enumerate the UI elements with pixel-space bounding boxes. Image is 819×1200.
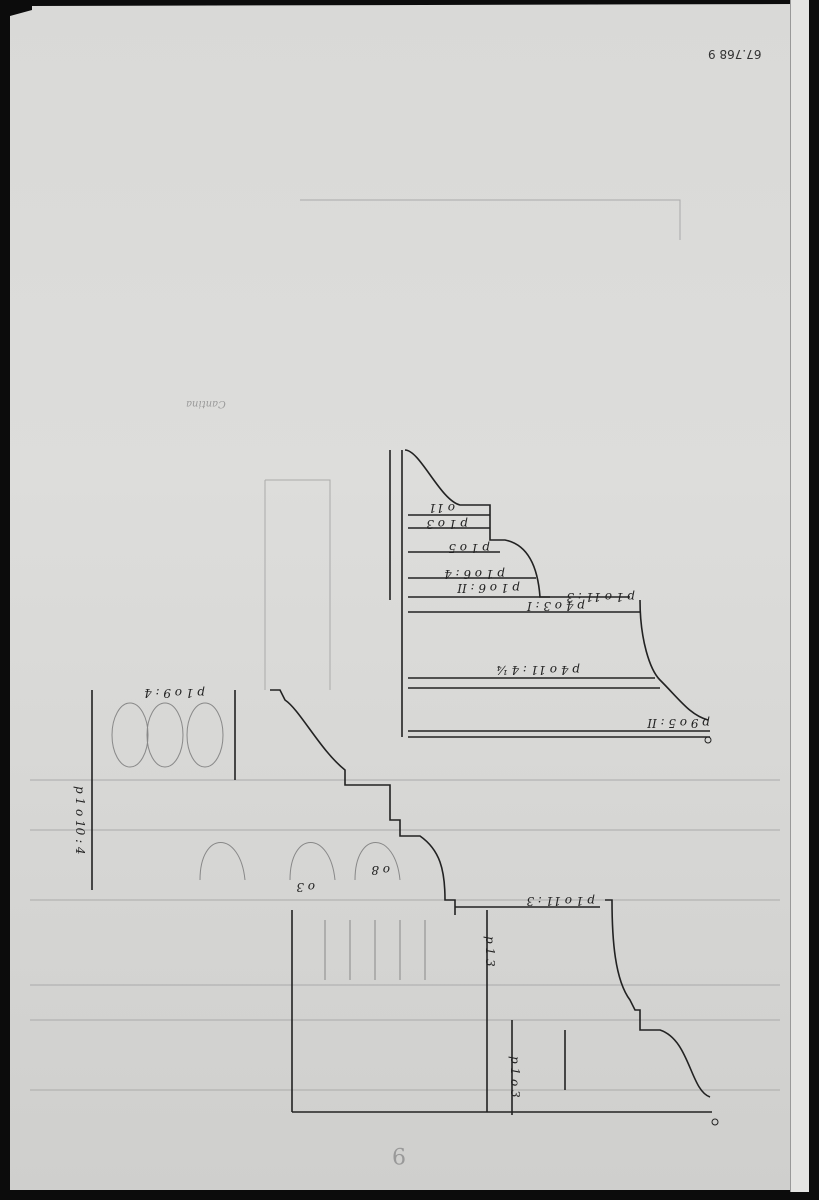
upper-profile <box>389 449 710 738</box>
svg-text:o 3: o 3 <box>296 880 315 894</box>
svg-text:p 1 o 5: p 1 o 5 <box>448 541 490 555</box>
paper-edge-strip <box>790 0 809 1192</box>
svg-text:p 4 o 3 : I: p 4 o 3 : I <box>527 599 585 613</box>
svg-text:p 4 o 11 : 4 ¼: p 4 o 11 : 4 ¼ <box>496 663 580 677</box>
paper-sheet <box>10 4 796 1190</box>
svg-text:p 9 o 5 : II: p 9 o 5 : II <box>647 716 710 730</box>
ornament-sketches <box>111 702 426 980</box>
svg-text:p 1 3: p 1 3 <box>483 936 497 967</box>
svg-text:o 8: o 8 <box>371 863 390 877</box>
svg-text:p 1 o 10 : 4: p 1 o 10 : 4 <box>73 786 87 855</box>
svg-text:p 1 o 3: p 1 o 3 <box>426 517 468 531</box>
svg-text:p 1 o 11 : 3: p 1 o 11 : 3 <box>526 894 595 908</box>
svg-text:o 11: o 11 <box>429 501 455 515</box>
lower-profile <box>91 689 712 1115</box>
svg-text:p 1 o 9 : 4: p 1 o 9 : 4 <box>144 686 205 700</box>
pencil-guides <box>30 199 780 1091</box>
svg-text:p 1 o 6 : 4: p 1 o 6 : 4 <box>444 567 505 581</box>
svg-text:p 1 o 11 : 3: p 1 o 11 : 3 <box>566 590 635 604</box>
dimension-labels: p 9 o 5 : II p 4 o 11 : 4 ¼ p 4 o 3 : I … <box>73 501 710 1098</box>
svg-text:p 1 o 6 : II: p 1 o 6 : II <box>457 581 520 595</box>
svg-text:p 1 o 3: p 1 o 3 <box>508 1056 522 1098</box>
